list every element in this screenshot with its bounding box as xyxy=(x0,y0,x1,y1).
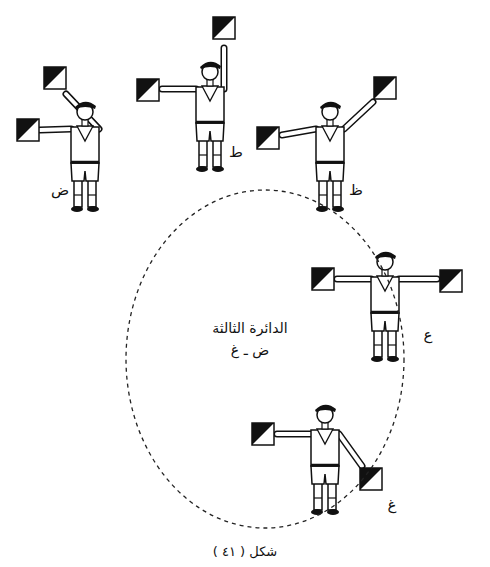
circle-title: الدائرة الثالثة xyxy=(209,317,290,339)
letter-label: ظ xyxy=(347,181,365,199)
letter-label: ع xyxy=(422,326,435,344)
circle-content: الدائرة الثالثةض ـ غ xyxy=(120,186,410,532)
letter-label: ض xyxy=(49,181,71,199)
dashed-outline xyxy=(126,190,404,528)
letter-label: غ xyxy=(386,496,399,514)
letter-label: ط xyxy=(227,143,245,161)
figure-caption: شكل ( ٤١ ) xyxy=(213,544,277,559)
letter-range: ض ـ غ xyxy=(228,339,272,361)
dashed-circle: الدائرة الثالثةض ـ غ xyxy=(120,186,410,532)
